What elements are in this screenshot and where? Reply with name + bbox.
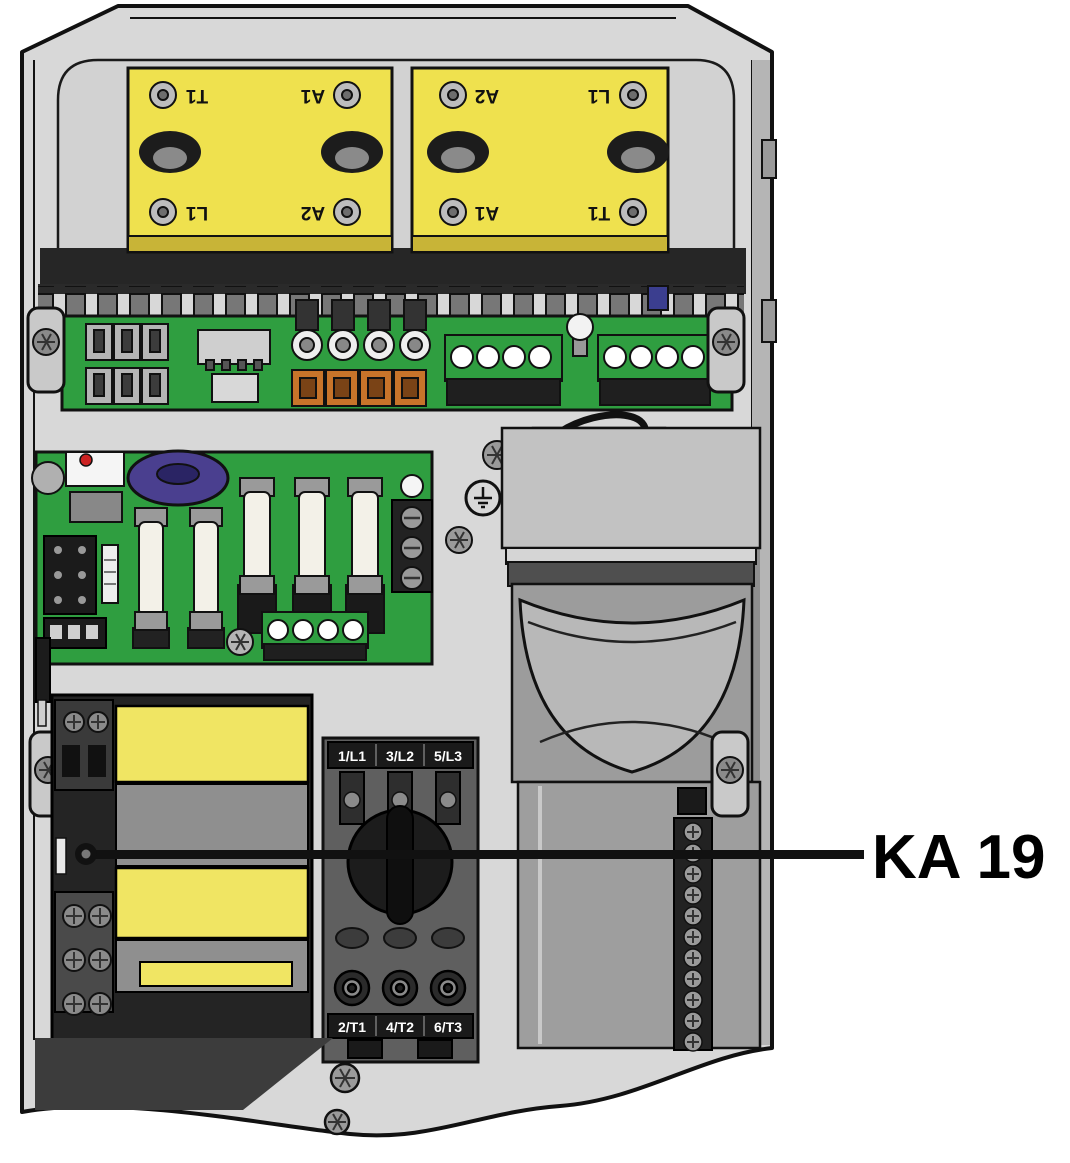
fuse [345, 477, 385, 634]
busbar-terminal-label: L1 [587, 85, 610, 106]
right-housing [500, 426, 762, 1050]
orange-terminal-row [291, 369, 427, 407]
bottom-connector [43, 617, 107, 649]
breaker-terminal-label: 1/L1 [338, 748, 366, 764]
fuse [237, 477, 277, 634]
torx-screw-icon [329, 1062, 361, 1094]
busbar-right: A2 L1 A1 T1 [410, 66, 670, 254]
breaker-top-label-strip [327, 741, 474, 769]
busbar-terminal-label: L1 [185, 202, 208, 223]
jumper [101, 544, 119, 604]
breaker-terminal-label: 2/T1 [338, 1019, 366, 1035]
busbar-terminal-label: A2 [301, 202, 325, 223]
busbar-left: T1 A1 L1 A2 [126, 66, 394, 254]
fuse [292, 477, 332, 634]
torx-screw-icon [445, 526, 473, 554]
green-plug-connector-b [597, 334, 713, 406]
breaker-terminal-label: 6/T3 [434, 1019, 462, 1035]
relay-ka19 [50, 693, 314, 1047]
bottom-shadow-wedge [35, 1038, 333, 1110]
main-pcb [60, 299, 734, 412]
pin-header [43, 535, 119, 615]
red-led-icon [79, 453, 93, 467]
breaker-bottom-label-strip [327, 1013, 474, 1039]
green-plug-connector-a [444, 334, 563, 406]
busbar-terminal-label: T1 [185, 85, 208, 106]
busbar-terminal-label: A2 [475, 85, 499, 106]
relay-label-area [114, 866, 310, 940]
terminal-grid-left [85, 323, 169, 405]
capacitor [31, 461, 65, 495]
side-tab-right-upper [761, 139, 777, 179]
torx-screw-icon [323, 1108, 351, 1136]
busbar-terminal-label: A1 [474, 202, 499, 223]
breaker-knob [346, 805, 454, 925]
busbar-screws-right [439, 81, 647, 226]
toroid-inductor [126, 449, 230, 507]
round-terminals-center [291, 299, 431, 361]
breaker-terminal-label: 3/L2 [386, 748, 414, 764]
fuse-pcb [31, 449, 434, 666]
breaker-terminals [333, 969, 467, 1007]
callout-ka19: KA 19 [75, 823, 1045, 892]
callout-label: KA 19 [872, 823, 1045, 892]
green-plug-connector-c [261, 611, 369, 661]
callout-leader-line [92, 850, 864, 859]
breaker-terminal-label: 4/T2 [386, 1019, 414, 1035]
earth-ground-icon [464, 479, 502, 517]
mounting-tab-upper-right [706, 306, 746, 394]
mounting-tab-mid-right [710, 730, 750, 818]
standoff-ball [566, 313, 594, 357]
din-rail-clip [35, 637, 51, 727]
busbar-screws-left [149, 81, 361, 226]
mounting-tab-upper-left [26, 306, 66, 394]
motor-breaker: 1/L1 3/L2 5/L3 2/T1 4/T2 6/T3 [321, 736, 480, 1064]
torx-screw-icon [226, 628, 254, 656]
side-tab-right-mid [761, 299, 777, 343]
blue-component [647, 285, 669, 311]
screw-terminal-stack [391, 474, 433, 593]
fuse [187, 507, 225, 649]
busbar-terminal-label: T1 [587, 202, 610, 223]
terminal-strip [673, 787, 713, 1052]
fuse [132, 507, 170, 649]
busbar-terminal-label: A1 [300, 85, 325, 106]
breaker-terminal-label: 5/L3 [434, 748, 462, 764]
small-relay [31, 451, 125, 523]
relay-label-area [114, 704, 310, 784]
connector-block [197, 329, 271, 403]
